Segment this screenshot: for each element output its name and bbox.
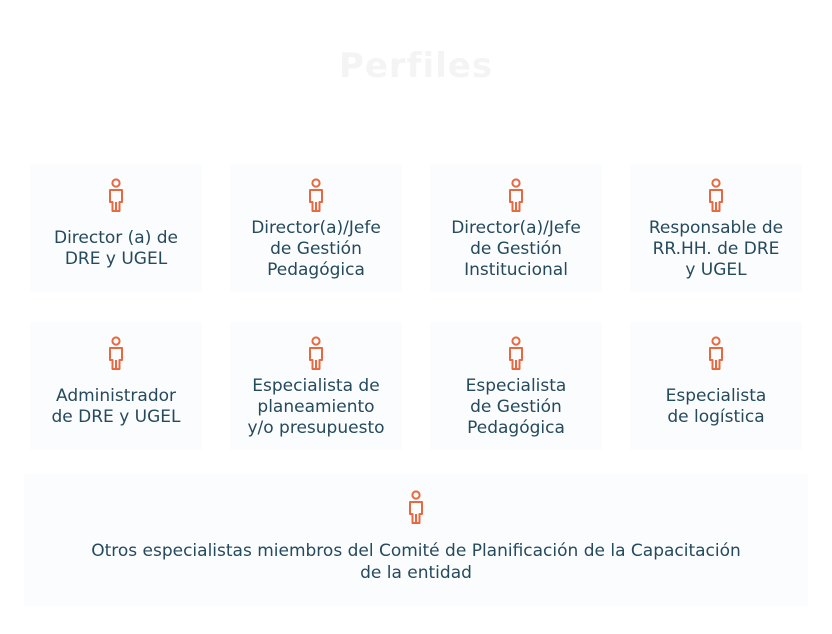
person-icon xyxy=(409,490,423,524)
person-icon xyxy=(109,178,123,212)
profile-card-label: Responsable de RR.HH. de DRE y UGEL xyxy=(648,217,784,280)
profile-card-label: Director(a)/Jefe de Gestión Instituciona… xyxy=(451,217,581,280)
person-icon xyxy=(709,336,723,370)
person-icon xyxy=(709,178,723,212)
person-icon xyxy=(309,178,323,212)
profile-card-label: Especialista de planeamiento y/o presupu… xyxy=(247,375,385,438)
person-icon xyxy=(109,336,123,370)
profile-card-label: Director(a)/Jefe de Gestión Pedagógica xyxy=(251,217,381,280)
profile-card-label: Especialista de logística xyxy=(665,386,767,427)
profile-card-label: Especialista de Gestión Pedagógica xyxy=(465,375,567,438)
profile-card-label: Otros especialistas miembros del Comité … xyxy=(91,541,741,583)
profile-card-director-dre-ugel: Director (a) de DRE y UGEL xyxy=(30,164,202,292)
profile-card-otros-especialistas: Otros especialistas miembros del Comité … xyxy=(24,474,808,606)
page-title: Perfiles xyxy=(338,46,494,86)
profile-card-especialista-gestion-pedagogica: Especialista de Gestión Pedagógica xyxy=(430,322,602,450)
person-icon xyxy=(509,178,523,212)
profile-card-especialista-logistica: Especialista de logística xyxy=(630,322,802,450)
profile-card-label: Director (a) de DRE y UGEL xyxy=(53,228,179,269)
profile-card-director-gestion-institucional: Director(a)/Jefe de Gestión Instituciona… xyxy=(430,164,602,292)
profile-card-especialista-planeamiento: Especialista de planeamiento y/o presupu… xyxy=(230,322,402,450)
profile-card-responsable-rrhh: Responsable de RR.HH. de DRE y UGEL xyxy=(630,164,802,292)
person-icon xyxy=(509,336,523,370)
profile-card-director-gestion-pedagogica: Director(a)/Jefe de Gestión Pedagógica xyxy=(230,164,402,292)
profile-card-administrador: Administrador de DRE y UGEL xyxy=(30,322,202,450)
profile-card-label: Administrador de DRE y UGEL xyxy=(51,386,181,427)
person-icon xyxy=(309,336,323,370)
